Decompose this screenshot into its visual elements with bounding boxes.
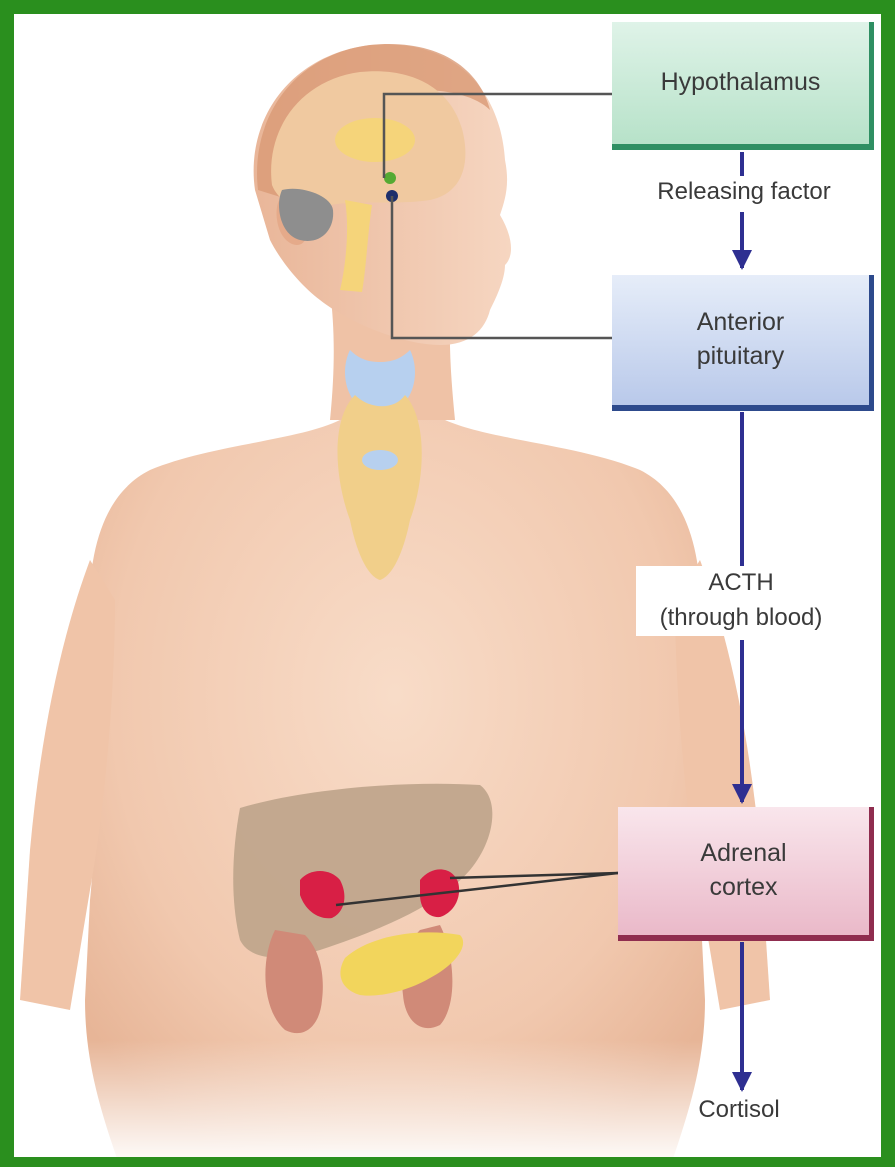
- thalamus: [335, 118, 415, 162]
- anterior-pituitary-box: Anterior pituitary: [612, 275, 874, 411]
- hypothalamus-box: Hypothalamus: [612, 22, 874, 150]
- acth-label: ACTH (through blood): [636, 566, 846, 636]
- cortisol-label: Cortisol: [674, 1096, 804, 1124]
- acth-label-line1: ACTH: [636, 566, 846, 601]
- acth-label-line2: (through blood): [636, 601, 846, 636]
- adrenal-cortex-box: Adrenal cortex: [618, 807, 874, 941]
- hypothalamus-dot: [384, 172, 396, 184]
- releasing-factor-label: Releasing factor: [634, 178, 854, 206]
